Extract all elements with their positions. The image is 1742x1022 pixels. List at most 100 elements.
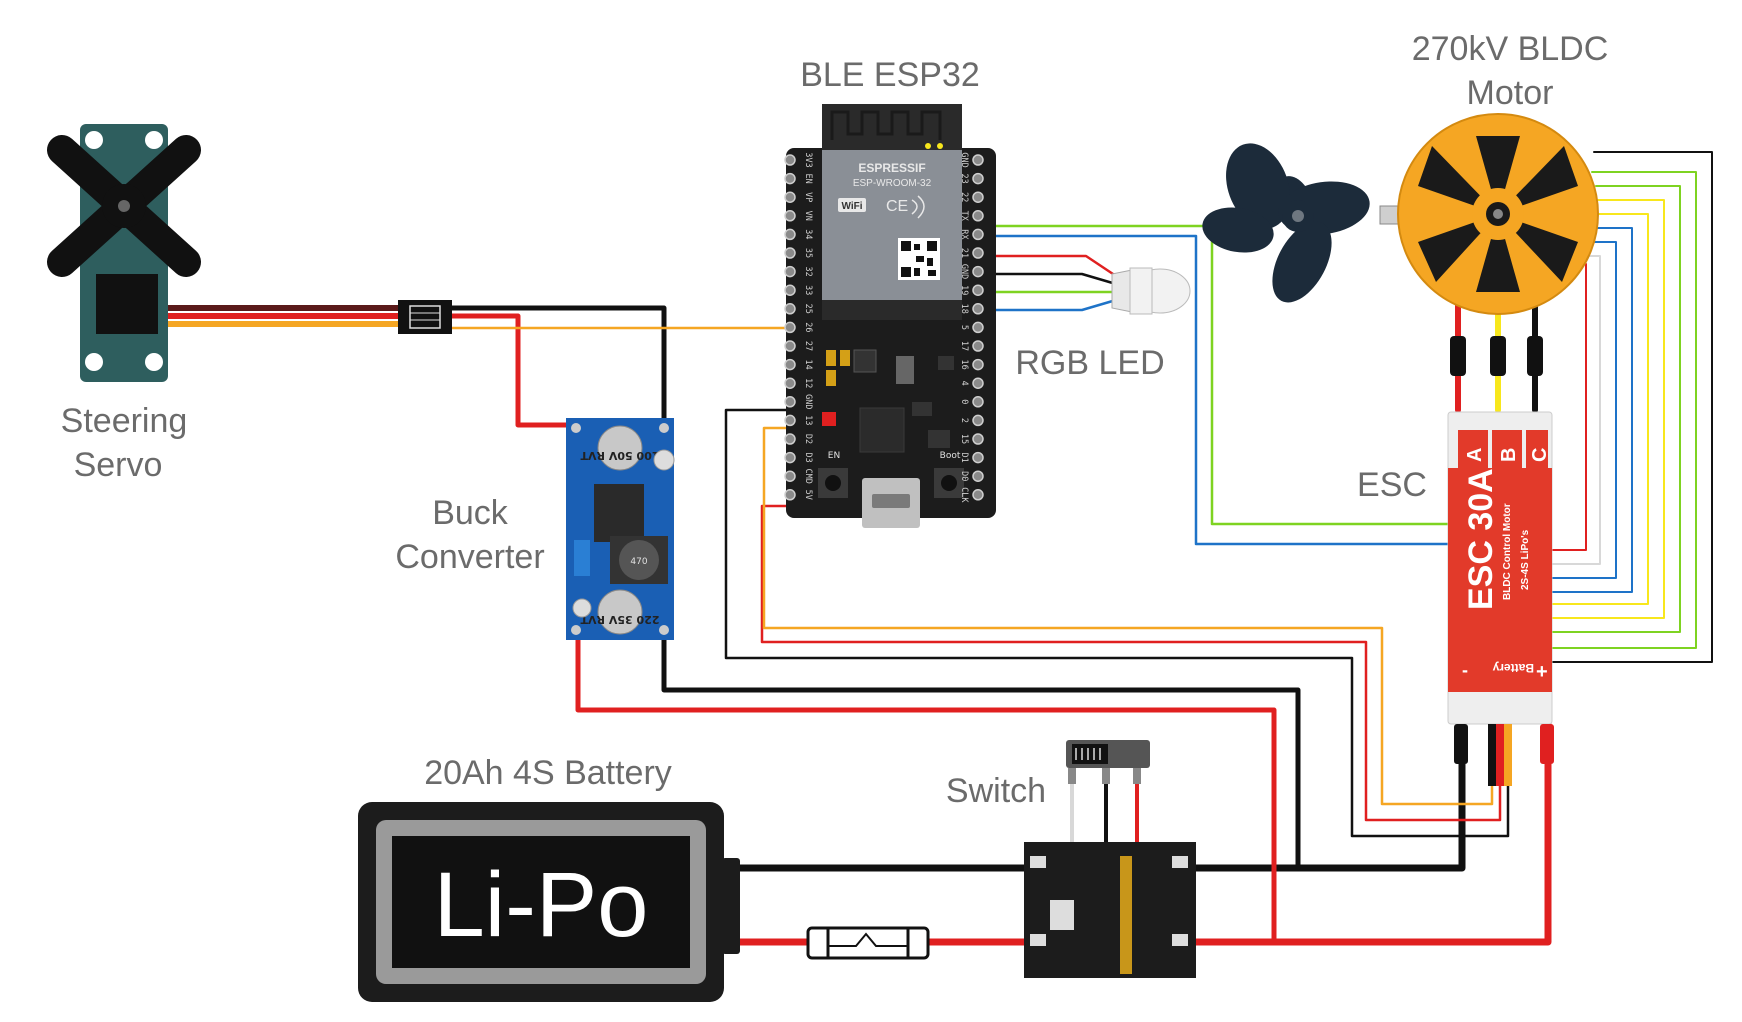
esp32-right-pin	[972, 470, 984, 482]
esp32-left-pin-label: 34	[803, 229, 813, 239]
esp32-right-pin-label: 4	[959, 381, 969, 386]
steering-servo	[47, 124, 201, 382]
esp32-left-pin-label: GND	[803, 394, 813, 409]
esc-motor-wire-yellow2	[1551, 213, 1649, 605]
esp32-left-pin-label: 33	[803, 285, 813, 295]
esp32-right-pin	[972, 451, 984, 464]
esc-motor-wire-green2	[1551, 185, 1681, 633]
esp32-board: ESPRESSIF ESP-WROOM-32 WiFi CE EN Boo	[784, 104, 996, 528]
wire-switch-out-positive	[1192, 720, 1552, 946]
esp32-right-pin-label: 2	[959, 418, 969, 423]
esp32-left-pin	[784, 191, 796, 203]
esp32-right-pin-label: 18	[959, 304, 969, 314]
esp32-left-pin	[784, 154, 796, 166]
esp32-right-pin-label: 17	[959, 341, 969, 351]
wire-esp-rx-green	[976, 224, 1450, 526]
esp32-right-pin-label: 21	[959, 248, 969, 258]
esp32-right-pin	[972, 396, 984, 408]
esp32-right-pin	[972, 340, 984, 352]
esp32-right-pin-label: D1	[959, 452, 969, 462]
esp32-right-pin	[972, 247, 984, 259]
esc-title: ESC 30A	[1462, 468, 1500, 610]
esp32-right-pin-label: 19	[959, 285, 969, 295]
wire-esp-blue	[976, 234, 1450, 546]
esp32-right-pin-label: 23	[959, 173, 969, 183]
esp32-right-pin	[972, 284, 984, 296]
esp32-right-pin-label: TX	[959, 211, 969, 222]
buck-inductor: 470	[610, 536, 668, 584]
esc-motor-wire-white	[1551, 255, 1601, 565]
esp32-left-pin	[784, 265, 796, 278]
esc-subtitle-1: BLDC Control Motor	[1502, 503, 1513, 600]
esp32-boot-label: Boot	[940, 451, 961, 461]
esp32-right-pin-label: GND	[959, 264, 969, 279]
esp32-left-pin	[784, 210, 796, 222]
servo-horn-icon	[47, 135, 201, 277]
switch-board	[1024, 842, 1196, 978]
esc-motor-wire-black	[1551, 151, 1713, 663]
rgb-led	[1111, 267, 1191, 315]
esc-motor-wire-blue2	[1551, 241, 1617, 579]
esp32-right-pin	[972, 321, 984, 334]
esp32-left-pin	[784, 433, 796, 445]
buck-capacitor-bottom: 220 35V RVT	[580, 589, 659, 635]
esp32-left-pin-label: VN	[803, 211, 813, 221]
component-labels: BLE ESP32 270kV BLDC Motor Steering Serv…	[61, 30, 1609, 810]
esp32-left-pin-label: 26	[803, 322, 813, 332]
buck-converter: 100 50V RVT 470 220 35V RVT	[566, 418, 675, 640]
esp32-en-button[interactable]	[818, 468, 848, 498]
slide-switch[interactable]	[1066, 740, 1150, 784]
propeller-icon	[1202, 143, 1411, 303]
label-servo-line1: Steering	[61, 402, 188, 440]
esp32-right-pin	[972, 228, 984, 241]
buck-cap-bottom-label: 220 35V RVT	[580, 613, 659, 626]
label-servo-line2: Servo	[74, 446, 163, 484]
esp32-right-pin	[972, 489, 984, 501]
wire-servo-vcc-to-buck	[449, 313, 579, 428]
esc-battery-label: Battery	[1492, 661, 1534, 675]
esc-motor-wire-green1	[1551, 171, 1697, 649]
esp32-boot-button[interactable]	[934, 468, 964, 498]
bldc-motor	[1397, 113, 1599, 376]
esp32-left-pin	[784, 489, 796, 501]
esc-battery-plus: +	[1536, 661, 1548, 683]
esp32-right-pin-label: 16	[959, 359, 969, 369]
esp32-right-pin-label: CLK	[959, 487, 969, 503]
wire-buck-in-negative	[661, 632, 1301, 871]
wire-switch-out-negative	[1192, 720, 1466, 872]
esc-subtitle-2: 2S-4S LiPo's	[1520, 529, 1531, 590]
esp32-left-pin-label: 14	[803, 359, 813, 369]
esp32-right-pin	[972, 358, 984, 371]
esp32-right-pin-label: RX	[959, 229, 969, 240]
esp32-en-label: EN	[828, 451, 840, 461]
wire-esp-to-led-red	[976, 254, 1118, 278]
label-buck-line2: Converter	[395, 538, 544, 576]
esc-signal-orange	[762, 426, 1494, 806]
esc-motor-wire-red	[1551, 263, 1587, 551]
label-buck-line1: Buck	[432, 494, 509, 532]
esp32-left-pin	[784, 247, 796, 259]
esp32-right-pin-label: D0	[959, 471, 969, 481]
esp32-right-pin	[972, 303, 984, 315]
esp32-right-pin	[972, 414, 984, 427]
buck-capacitor-top: 100 50V RVT	[580, 425, 659, 471]
label-rgb-led: RGB LED	[1015, 344, 1164, 382]
label-motor-line2: Motor	[1467, 74, 1554, 112]
esp32-left-pin	[784, 303, 796, 315]
esp32-left-pin-label: 12	[803, 378, 813, 388]
esp32-left-pin-label: D2	[803, 434, 813, 444]
battery-text: Li-Po	[434, 854, 649, 956]
esp32-left-pin-label: 13	[803, 415, 813, 425]
label-switch: Switch	[946, 772, 1046, 810]
buck-cap-top-label: 100 50V RVT	[580, 449, 659, 462]
esp32-left-pin-label: 5V	[803, 490, 813, 500]
esc-phase-a: A	[1464, 448, 1486, 462]
label-esp32: BLE ESP32	[800, 56, 980, 94]
esp32-qr-code-icon	[898, 238, 940, 280]
esc-phase-c: C	[1529, 448, 1551, 462]
lipo-battery: Li-Po	[358, 802, 740, 1002]
wire-buck-in-positive	[575, 632, 1277, 945]
esp32-wifi-logo: WiFi	[841, 201, 862, 212]
esp32-right-pin	[972, 191, 984, 203]
esp32-left-pin-label: 3V3	[803, 152, 813, 167]
